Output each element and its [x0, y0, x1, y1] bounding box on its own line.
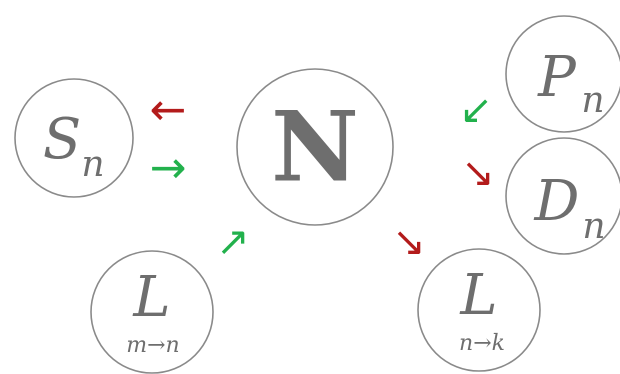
- node-s-circle: [14, 78, 134, 198]
- node-l-out: L n→k: [417, 248, 541, 372]
- center-node-circle: [236, 68, 394, 226]
- node-d-sub: n: [582, 206, 605, 247]
- arrow-l-in-icon: ↗: [216, 219, 250, 265]
- center-node-label: N: [271, 91, 359, 204]
- node-d: D n: [505, 137, 620, 255]
- center-node: N: [236, 68, 394, 226]
- node-l-out-circle: [417, 248, 541, 372]
- node-d-main: D: [534, 169, 580, 234]
- node-l-in-circle: [90, 250, 214, 374]
- node-d-circle: [505, 137, 620, 255]
- arrow-d-out-icon: ↘: [461, 150, 495, 196]
- node-s-main: S: [43, 107, 81, 172]
- node-p-sub: n: [581, 80, 604, 121]
- arrow-l-out-icon: ↘: [392, 219, 426, 265]
- arrow-s-out-icon: ←: [150, 85, 187, 136]
- node-l-out-sub: n→k: [459, 331, 505, 356]
- arrow-p-in-icon: ↙: [459, 87, 493, 133]
- arrow-s-in-icon: →: [150, 143, 187, 194]
- node-l-in-sub: m→n: [126, 333, 179, 358]
- node-l-in: L m→n: [90, 250, 214, 374]
- node-p: P n: [505, 15, 620, 133]
- node-s-sub: n: [81, 144, 104, 185]
- node-p-circle: [505, 15, 620, 133]
- node-p-main: P: [537, 45, 577, 110]
- node-l-in-main: L: [132, 265, 170, 330]
- node-s: S n: [14, 78, 134, 198]
- node-l-out-main: L: [459, 263, 497, 328]
